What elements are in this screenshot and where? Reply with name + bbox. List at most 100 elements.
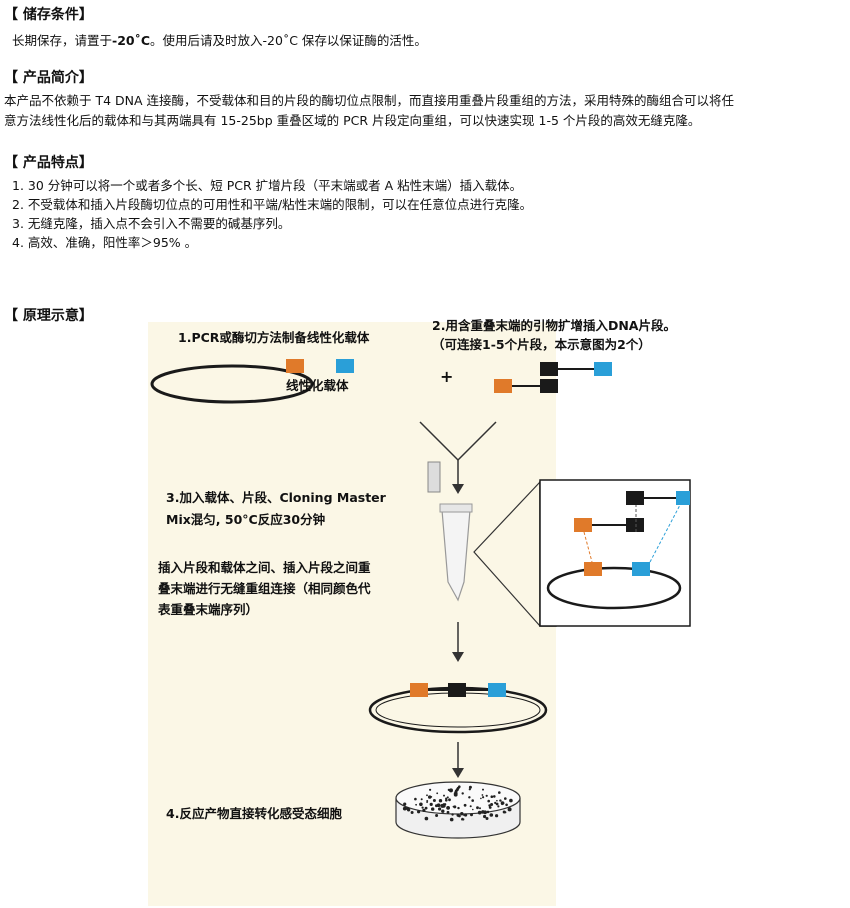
intro-line-2: 意方法线性化后的载体和与其两端具有 15-25bp 重叠区域的 PCR 片段定向… xyxy=(4,113,701,128)
colony-dot xyxy=(431,807,435,811)
colony-dot xyxy=(402,806,407,811)
principle-heading: 【 原理示意】 xyxy=(4,308,93,324)
features-heading: 【 产品特点】 xyxy=(4,155,93,171)
colony-dot xyxy=(429,802,433,806)
colony-dot xyxy=(469,805,472,808)
diagram-svg: 1.PCR或酶切方法制备线性化载体 线性化载体 + 2.用含重叠末端的引物扩增插… xyxy=(150,318,676,839)
colony-dot xyxy=(458,785,461,788)
step1-text: 1.PCR或酶切方法制备线性化载体 xyxy=(178,330,370,345)
colony-dot xyxy=(415,803,417,806)
colony-dot xyxy=(436,792,439,795)
fragment-2-black-end xyxy=(540,379,558,393)
colony-dot xyxy=(470,813,473,817)
colony-dot xyxy=(479,807,481,810)
colony-dot xyxy=(419,802,423,807)
feature-item-2: 2. 不受载体和插入片段酶切位点的可用性和平端/粘性末端的限制，可以在任意位点进… xyxy=(12,197,533,212)
colony-dot xyxy=(468,796,471,799)
merge-lines xyxy=(419,421,497,462)
colony-dot xyxy=(424,806,428,810)
colony-dot xyxy=(461,792,464,795)
colony-dot xyxy=(504,811,507,814)
colony-dot xyxy=(498,791,501,794)
step2-text-line1: 2.用含重叠末端的引物扩增插入DNA片段。 xyxy=(432,318,676,333)
zoom-vector-blue xyxy=(632,562,650,576)
fragment-1-black-end xyxy=(540,362,558,376)
colony-dot xyxy=(490,803,494,806)
principle-diagram: 1.PCR或酶切方法制备线性化载体 线性化载体 + 2.用含重叠末端的引物扩增插… xyxy=(148,318,691,906)
colony-dot xyxy=(502,802,505,805)
fragment-1 xyxy=(540,362,612,376)
storage-heading: 【 储存条件】 xyxy=(4,7,93,23)
colony-dot xyxy=(485,817,489,820)
colony-dot xyxy=(438,807,442,811)
tube-rim xyxy=(439,503,473,513)
colony-dot xyxy=(497,805,500,808)
tube-icon xyxy=(427,461,473,602)
vector-end-blue xyxy=(336,359,354,373)
colony-dot xyxy=(490,795,494,798)
colony-dot xyxy=(507,807,512,812)
zoom-frag1-black xyxy=(626,491,644,505)
step2-text-line2: （可连接1-5个片段，本示意图为2个） xyxy=(432,337,651,352)
colony-dot xyxy=(509,798,513,803)
plasmid-blue-block xyxy=(488,683,506,697)
colony-dot xyxy=(468,785,472,789)
zoom-frag1-blue xyxy=(676,491,690,505)
colony-dot xyxy=(426,801,428,804)
colony-dot xyxy=(471,799,475,802)
colony-dot xyxy=(499,799,502,802)
colony-dot xyxy=(487,799,491,803)
colony-dot xyxy=(452,805,455,808)
step3-text-line2: Mix混匀, 50°C反应30分钟 xyxy=(166,512,325,527)
feature-item-1: 1. 30 分钟可以将一个或者多个长、短 PCR 扩增片段（平末端或者 A 粘性… xyxy=(12,178,523,193)
plus-sign: + xyxy=(440,367,453,386)
vector-end-orange xyxy=(286,359,304,373)
plasmid-orange-block xyxy=(410,683,428,697)
intro-heading: 【 产品简介】 xyxy=(4,70,93,86)
colony-dot xyxy=(472,808,474,811)
colony-dot xyxy=(429,788,432,791)
zoom-detail xyxy=(539,479,691,627)
colony-dot xyxy=(464,813,468,817)
colony-dot xyxy=(493,795,496,798)
petri-dish-icon xyxy=(395,781,521,839)
colony-dot xyxy=(430,796,433,798)
colony-dot xyxy=(483,814,487,819)
colony-dot xyxy=(446,810,450,814)
colony-dot xyxy=(488,806,492,809)
colony-dot xyxy=(481,794,484,796)
vector-label: 线性化载体 xyxy=(286,378,349,393)
colony-dot xyxy=(428,795,432,799)
colony-dot xyxy=(468,788,471,791)
desc-line1: 插入片段和载体之间、插入片段之间重 xyxy=(158,560,371,575)
feature-item-4: 4. 高效、准确，阳性率＞95% 。 xyxy=(12,235,198,250)
zoom-frag2-black xyxy=(626,518,644,532)
colony-dot xyxy=(451,813,454,816)
colony-dot xyxy=(403,802,407,806)
plasmid-black-block xyxy=(448,683,466,697)
colony-dot xyxy=(441,803,446,808)
colonies xyxy=(402,785,513,822)
colony-dot xyxy=(480,797,482,800)
zoom-link-blue xyxy=(649,504,681,563)
colony-dot xyxy=(432,799,436,802)
colony-dot xyxy=(435,804,438,808)
colony-dot xyxy=(446,796,449,799)
colony-dot xyxy=(454,789,458,793)
recombined-plasmid xyxy=(368,683,548,734)
colony-dot xyxy=(438,799,443,803)
tube-body xyxy=(441,509,471,602)
colony-dot xyxy=(486,810,490,814)
colony-dot xyxy=(449,788,453,793)
desc-line2: 叠末端进行无缝重组连接（相同颜色代 xyxy=(158,581,371,596)
colony-dot xyxy=(422,808,426,812)
plasmid-ring-inner xyxy=(375,692,541,728)
colony-dot xyxy=(417,810,421,814)
colony-dot xyxy=(424,816,429,821)
arrow-3-head xyxy=(452,768,464,778)
colony-dot xyxy=(426,800,429,802)
fragment-2-orange-end xyxy=(494,379,512,393)
colony-dot xyxy=(446,806,450,810)
colony-dot xyxy=(505,803,508,807)
colony-dot xyxy=(410,811,414,814)
